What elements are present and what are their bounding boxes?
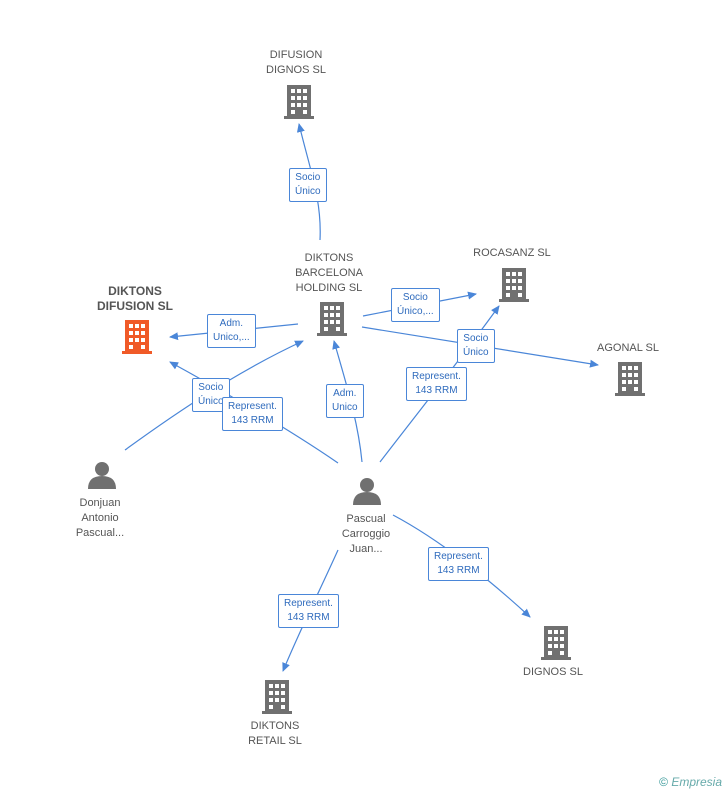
building-icon-difusion-dignos[interactable]	[284, 85, 314, 119]
person-icon-donjuan[interactable]	[88, 462, 116, 489]
edge-label-adm-unico-center: Adm. Unico	[326, 384, 364, 418]
nodes	[88, 85, 645, 714]
brand-logo: Empresia	[671, 775, 722, 789]
building-icon-dignos[interactable]	[541, 626, 571, 660]
node-label-donjuan[interactable]: Donjuan Antonio Pascual...	[75, 497, 125, 539]
building-icon-diktons-barcelona[interactable]	[317, 302, 347, 336]
building-icon-diktons-difusion[interactable]	[122, 320, 152, 354]
edge-label-represent-retail: Represent. 143 RRM	[278, 594, 339, 628]
building-icon-agonal[interactable]	[615, 362, 645, 396]
node-label-pascual[interactable]: Pascual Carroggio Juan...	[341, 513, 391, 555]
building-icon-rocasanz[interactable]	[499, 268, 529, 302]
edge-label-socio-unico-agonal: Socio Único	[457, 329, 495, 363]
edge-label-represent-dignos: Represent. 143 RRM	[428, 547, 489, 581]
edge-label-represent-left: Represent. 143 RRM	[222, 397, 283, 431]
copyright-symbol: ©	[659, 775, 668, 789]
node-label-diktons-difusion[interactable]: DIKTONS DIFUSION SL	[96, 284, 173, 313]
node-label-dignos[interactable]: DIGNOS SL	[523, 666, 583, 678]
node-label-diktons-barcelona[interactable]: DIKTONS BARCELONA HOLDING SL	[295, 252, 363, 294]
node-label-rocasanz[interactable]: ROCASANZ SL	[473, 247, 551, 259]
node-label-difusion-dignos[interactable]: DIFUSION DIGNOS SL	[266, 49, 326, 76]
building-icon-diktons-retail[interactable]	[262, 680, 292, 714]
edge-label-represent-rocasanz: Represent. 143 RRM	[406, 367, 467, 401]
footer-brand[interactable]: © Empresia	[659, 775, 722, 789]
node-label-diktons-retail[interactable]: DIKTONS RETAIL SL	[248, 720, 302, 747]
person-icon-pascual[interactable]	[353, 478, 381, 505]
node-label-agonal[interactable]: AGONAL SL	[597, 342, 659, 354]
edge-label-socio-unico-top: Socio Único	[289, 168, 327, 202]
edge-label-socio-unico-rocasanz: Socio Único,...	[391, 288, 440, 322]
edge-label-adm-unico-left: Adm. Unico,...	[207, 314, 256, 348]
